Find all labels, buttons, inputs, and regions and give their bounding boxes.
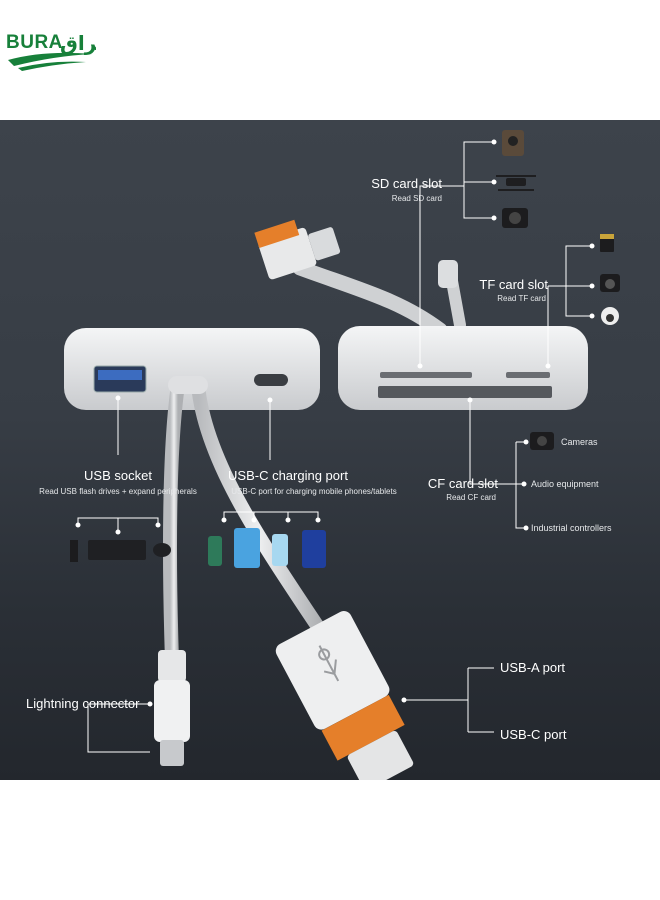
flash-drive-icon: [70, 540, 78, 562]
usbc-charging-subtitle: USB-C port for charging mobile phones/ta…: [231, 487, 397, 496]
phone-icon: [272, 534, 288, 566]
top-usb-plug: [254, 219, 341, 280]
camera-icon: [530, 432, 554, 450]
rear-connector-stub: [438, 260, 458, 288]
usb-a-port-title: USB-A port: [500, 660, 566, 675]
tf-slot-subtitle: Read TF card: [497, 294, 546, 303]
usb-c-port-title: USB-C port: [500, 727, 567, 742]
keyboard-icon: [88, 540, 146, 560]
lightning-plug: [154, 680, 190, 742]
tf-slot-title: TF card slot: [479, 277, 548, 292]
product-illustration: [64, 130, 620, 780]
lightning-connector-title: Lightning connector: [26, 696, 140, 711]
cf-slot: [378, 386, 552, 398]
sd-slot: [380, 372, 472, 378]
cf-item-audio: Audio equipment: [531, 479, 599, 489]
usbc-charging-title: USB-C charging port: [228, 468, 348, 483]
trail-camera-icon: [502, 130, 524, 156]
svg-text:براق: براق: [60, 31, 96, 55]
dashcam-icon: [600, 274, 620, 292]
tablet-icon: [234, 528, 260, 568]
usb-socket-subtitle: Read USB flash drives + expand periphera…: [39, 487, 197, 496]
usb-c-socket: [254, 374, 288, 386]
phone-icon: [208, 536, 222, 566]
cf-slot-title: CF card slot: [427, 476, 498, 491]
camera-icon: [502, 208, 528, 228]
drone-icon: [496, 175, 536, 191]
cf-item-industrial: Industrial controllers: [531, 523, 612, 533]
sd-slot-title: SD card slot: [371, 176, 442, 191]
dual-usb-plug: [275, 611, 414, 780]
cf-item-cameras: Cameras: [561, 437, 598, 447]
mouse-icon: [153, 543, 171, 557]
usb-socket-title: USB socket: [84, 468, 152, 483]
security-camera-icon: [601, 307, 619, 325]
logo-mark: براق: [8, 31, 96, 71]
sd-slot-subtitle: Read SD card: [391, 194, 442, 203]
brand-logo: BURA براق: [4, 24, 96, 72]
tablet-icon: [302, 530, 326, 568]
product-scene: SD card slot Read SD card TF card slot R…: [0, 120, 660, 780]
logo-text: BURA: [6, 32, 63, 53]
cf-slot-subtitle: Read CF card: [446, 493, 496, 502]
tf-card-icon: [600, 234, 614, 252]
tf-slot: [506, 372, 550, 378]
